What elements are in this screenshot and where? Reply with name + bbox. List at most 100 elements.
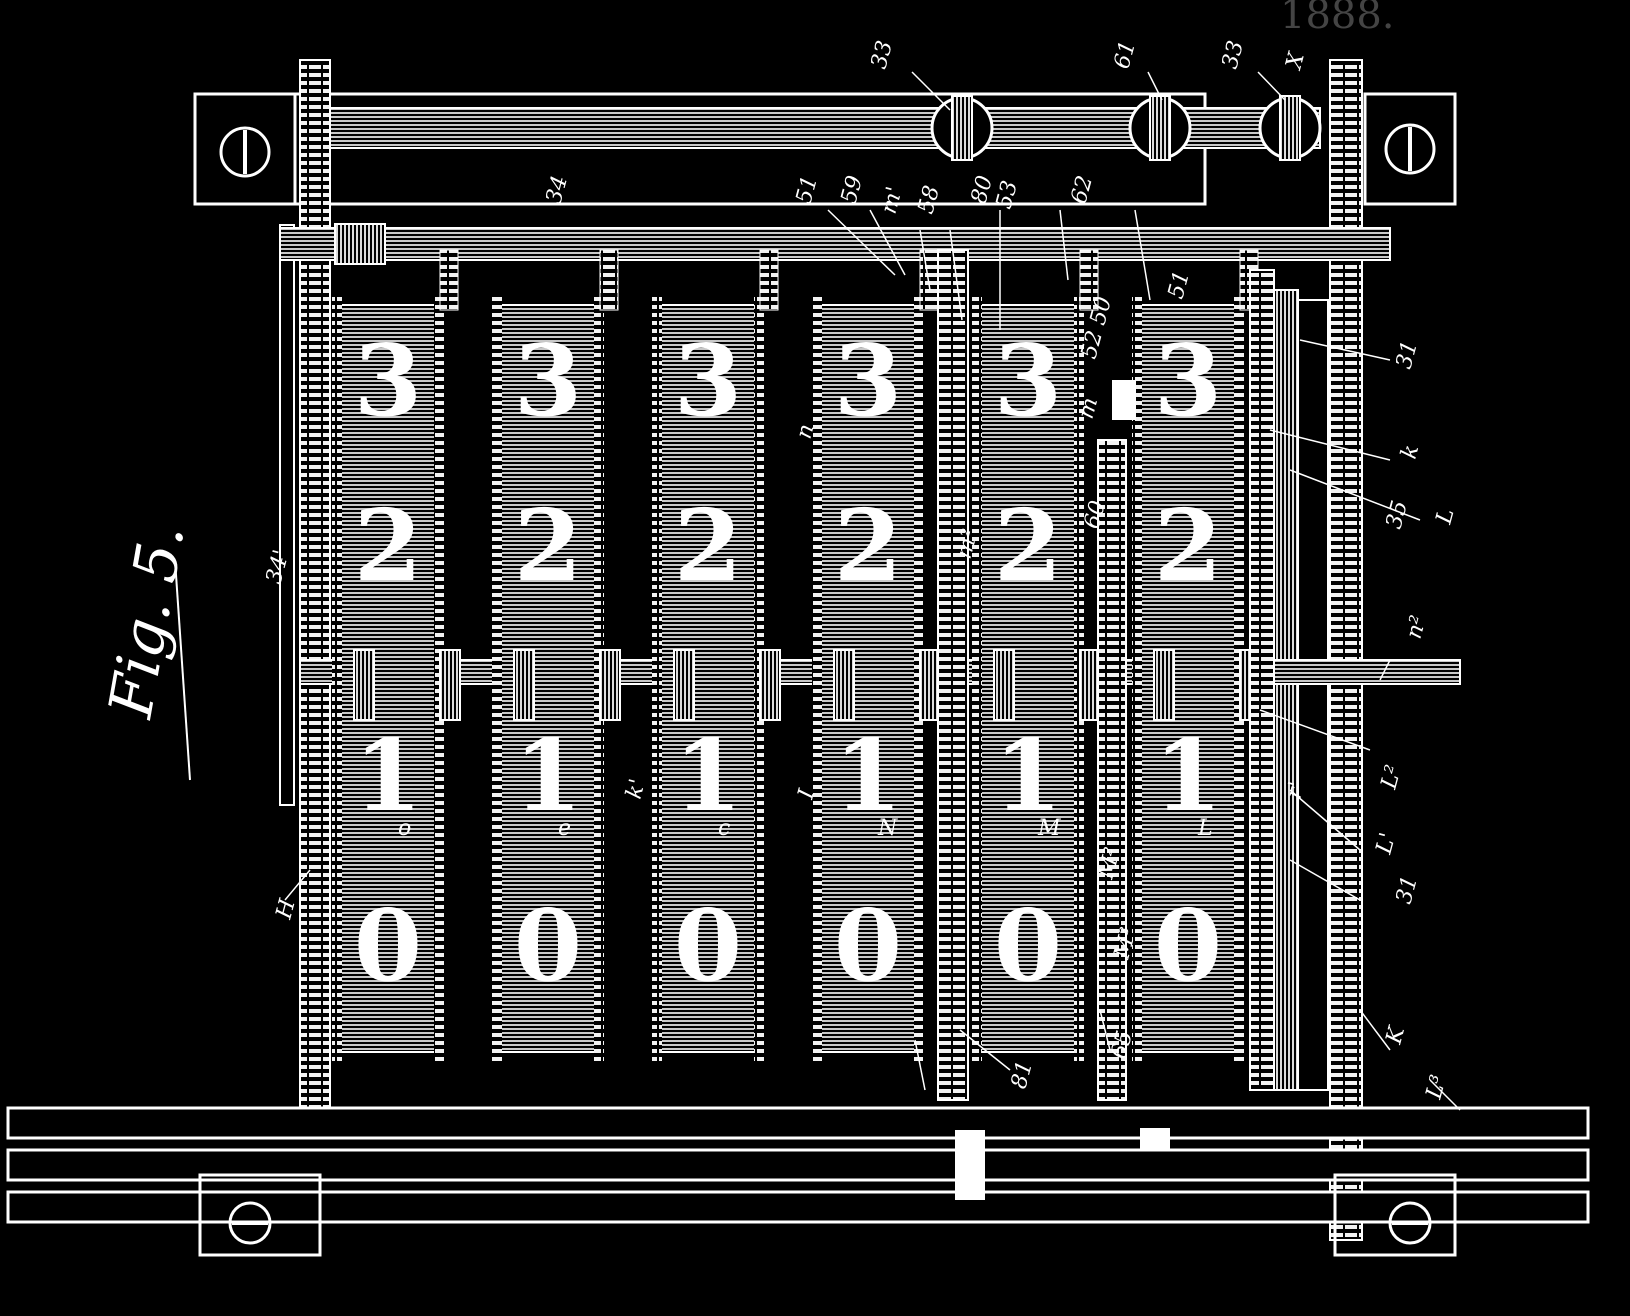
label-51: 51	[792, 173, 823, 207]
label-81: 81	[1007, 1058, 1038, 1092]
wheel-digit-0: 0	[994, 889, 1062, 1004]
wheel-rim-left	[1132, 295, 1142, 1062]
wheel-collar	[993, 649, 1015, 721]
wheel-digit-2: 2	[994, 489, 1062, 604]
wheel-rim-left	[972, 295, 982, 1062]
wheel-digit-3: 3	[514, 324, 582, 439]
wheel-digit-2: 2	[674, 489, 742, 604]
wheel-rim-left	[492, 295, 502, 1062]
label-35: 35	[1382, 498, 1413, 532]
wheel-letter: N	[877, 816, 898, 841]
wheel-digit-1: 1	[514, 719, 582, 834]
collar-33-left	[930, 95, 994, 161]
wheel-rim-left	[652, 295, 662, 1062]
label-k: k	[1397, 442, 1425, 461]
collar-61	[1128, 95, 1192, 161]
number-wheel: 3 2 1 0 L	[1132, 249, 1261, 1062]
label-H: H	[271, 896, 301, 923]
wheel-digit-1: 1	[354, 719, 422, 834]
wheel-digit-1: 1	[994, 719, 1062, 834]
label-58: 58	[914, 183, 945, 217]
wheel-digit-3: 3	[1154, 324, 1222, 439]
wheel-collar	[673, 649, 695, 721]
top-mounting-bar	[193, 92, 1457, 206]
wheel-pinion	[439, 249, 459, 311]
wheel-digit-3: 3	[354, 324, 422, 439]
frame-left	[279, 59, 331, 1111]
wheel-digit-3: 3	[994, 324, 1062, 439]
wheel-rim-left	[332, 295, 342, 1062]
label-n: n	[792, 421, 820, 441]
wheel-digit-0: 0	[674, 889, 742, 1004]
wheel-digit-2: 2	[514, 489, 582, 604]
screw-head-bottom-left	[228, 1201, 272, 1245]
label-33-right: 33	[1218, 38, 1249, 72]
label-n2: n²	[1402, 613, 1432, 642]
second-shaft	[279, 227, 1391, 261]
spring-coil	[334, 223, 386, 265]
wheel-digit-0: 0	[1154, 889, 1222, 1004]
wheel-pinion	[599, 249, 619, 311]
wheel-digit-2: 2	[354, 489, 422, 604]
number-wheel: 3 2 1 0 e	[492, 249, 621, 1062]
number-wheel: 3 2 1 0 M	[972, 249, 1101, 1062]
collar-33-right	[1258, 95, 1322, 161]
wheel-collar	[759, 649, 781, 721]
figure-title-underline	[174, 559, 191, 781]
label-34: 34	[542, 173, 573, 207]
label-L-prime: L'	[1371, 830, 1401, 857]
label-62: 62	[1067, 173, 1098, 207]
label-33-left: 33	[867, 38, 898, 72]
label-31-bottom: 31	[1392, 873, 1423, 907]
leader-lines	[284, 71, 1461, 1111]
wheel-digit-0: 0	[834, 889, 902, 1004]
header-fragment: 1888.	[1280, 0, 1395, 38]
number-wheel: 3 2 1 0 o	[332, 249, 461, 1062]
wheel-letter: c	[718, 816, 730, 841]
wheel-digit-2: 2	[834, 489, 902, 604]
label-L2: L²	[1376, 762, 1406, 792]
screw-head-bottom-right	[1388, 1201, 1432, 1245]
wheel-collar	[353, 649, 375, 721]
wheel-letter: M	[1037, 816, 1061, 841]
wheel-collar	[513, 649, 535, 721]
label-31-top: 31	[1392, 338, 1423, 372]
wheel-digit-2: 2	[1154, 489, 1222, 604]
label-m-prime: m'	[877, 184, 908, 216]
wheel-pinion	[759, 249, 779, 311]
wheel-collar	[599, 649, 621, 721]
rack-bar-65	[1097, 380, 1136, 1101]
wheel-digit-1: 1	[834, 719, 902, 834]
label-r-prime: r'	[1282, 779, 1310, 801]
label-51-right: 51	[1164, 268, 1195, 302]
screw-head-top-left	[219, 126, 271, 178]
wheel-letter: L	[1197, 816, 1213, 841]
screw-head-top-right	[1384, 123, 1436, 175]
wheel-collar	[439, 649, 461, 721]
wheel-digit-1: 1	[1154, 719, 1222, 834]
label-L: L	[1431, 506, 1459, 528]
rack-bar-81	[937, 249, 969, 1101]
number-wheel: 3 2 1 0 N	[812, 249, 941, 1062]
wheel-letter: e	[558, 816, 571, 841]
wheel-letter: o	[398, 816, 411, 841]
wheel-digit-3: 3	[834, 324, 902, 439]
label-61: 61	[1110, 38, 1141, 72]
wheel-collar	[1153, 649, 1175, 721]
wheel-collar	[833, 649, 855, 721]
label-59: 59	[837, 173, 868, 207]
rack-bar-right	[1249, 269, 1275, 1091]
wheel-digit-3: 3	[674, 324, 742, 439]
label-34-prime: 34'	[262, 547, 295, 586]
wheel-pinion	[1079, 249, 1099, 311]
label-k-prime: k'	[622, 776, 651, 801]
wheel-digit-0: 0	[354, 889, 422, 1004]
bottom-rails	[6, 1106, 1590, 1257]
wheel-digit-0: 0	[514, 889, 582, 1004]
wheel-digit-1: 1	[674, 719, 742, 834]
wheel-rim-left	[812, 295, 822, 1062]
label-x: X	[1281, 49, 1310, 74]
number-wheel: 3 2 1 0 c	[652, 249, 781, 1062]
